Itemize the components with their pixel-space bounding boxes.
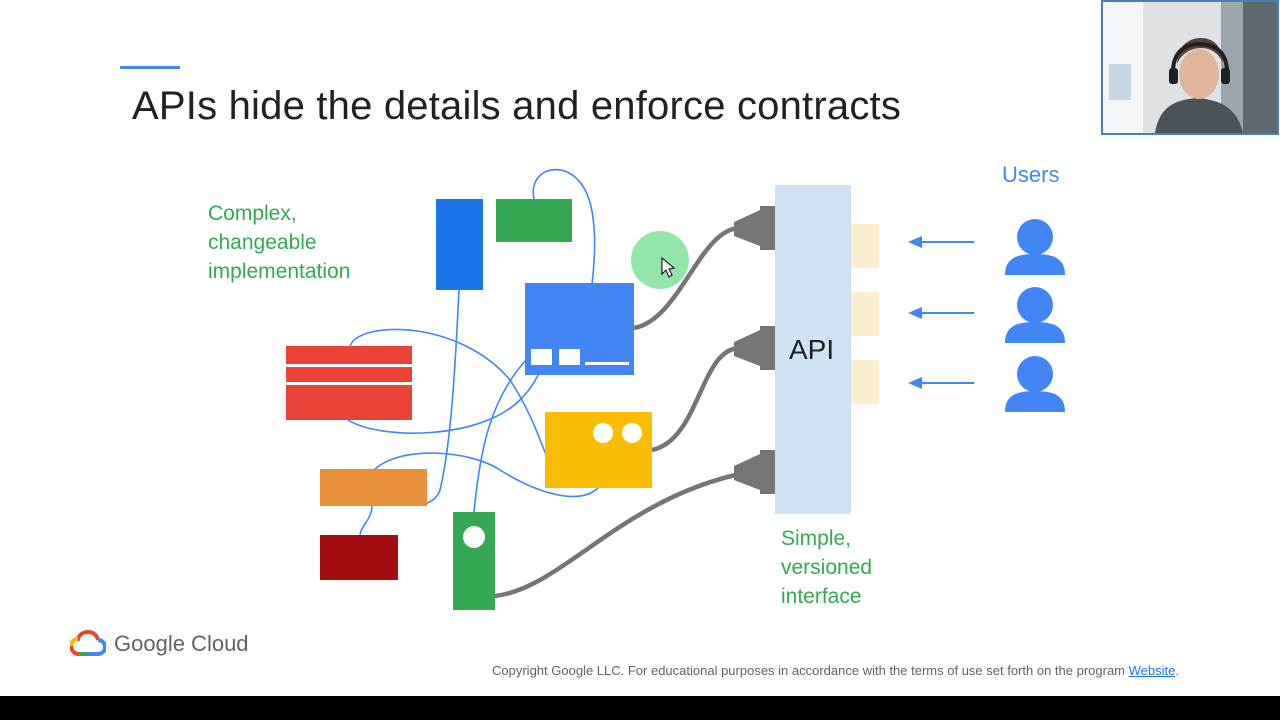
red-block-divider: [286, 364, 412, 367]
green-tall-dot: [463, 526, 485, 548]
users-group: [1005, 219, 1065, 412]
wire: [349, 328, 547, 456]
google-cloud-logo-icon: [70, 630, 106, 656]
server-slot: [559, 349, 580, 365]
api-diagram: [286, 168, 1065, 610]
slide-title: APIs hide the details and enforce contra…: [132, 84, 902, 128]
presenter-video: [1103, 2, 1277, 133]
left-arrow-icon: [908, 377, 974, 389]
interface-label-line: versioned: [781, 556, 873, 579]
connector-plug-icon: [734, 450, 775, 494]
google-cloud-brand: Google Cloud: [114, 631, 249, 656]
interface-label: Simple, versioned interface: [781, 524, 872, 611]
request-box: [851, 224, 879, 268]
website-link[interactable]: Website: [1128, 663, 1176, 678]
user-icon: [1005, 356, 1065, 412]
implementation-label: Complex, changeable implementation: [208, 199, 350, 286]
implementation-label-line: implementation: [208, 260, 351, 283]
copyright-text: Copyright Google LLC. For educational pu…: [492, 663, 1129, 678]
wire: [532, 168, 596, 285]
cable: [633, 225, 741, 331]
yellow-block-dot: [593, 423, 613, 443]
cable: [651, 345, 741, 453]
yellow-block-body: [545, 412, 652, 488]
connector-plugs: [734, 206, 775, 494]
yellow-block-dot: [622, 423, 642, 443]
red-block-divider: [286, 382, 412, 385]
title-accent-line: [120, 66, 180, 69]
wire: [359, 505, 373, 537]
implementation-label-line: Complex,: [208, 202, 297, 225]
api-panel: [775, 185, 851, 514]
slide: APIs hide the details and enforce contra…: [0, 0, 1280, 696]
users-label: Users: [1002, 162, 1060, 187]
connector-cables: [493, 225, 741, 599]
server-slot: [531, 349, 552, 365]
blue-tall-block: [436, 199, 483, 290]
cable: [493, 471, 741, 599]
green-block: [496, 199, 572, 242]
api-label: API: [789, 334, 835, 365]
connector-plug-icon: [734, 206, 775, 250]
video-bottom-bar: [0, 696, 1280, 720]
cursor-highlight: [631, 231, 689, 289]
server-line: [585, 362, 629, 365]
request-box: [851, 360, 879, 404]
left-arrow-icon: [908, 307, 974, 319]
cursor-icon: [661, 256, 676, 278]
blue-server-block: [525, 283, 634, 375]
yellow-block: [545, 412, 652, 488]
red-stack-block: [286, 346, 412, 420]
user-icon: [1005, 287, 1065, 343]
interface-label-line: interface: [781, 585, 862, 608]
wire: [473, 359, 527, 513]
wire: [373, 452, 599, 498]
request-box: [851, 292, 879, 336]
user-icon: [1005, 219, 1065, 275]
presenter-webcam: [1101, 0, 1279, 135]
google-cloud-logo: Google Cloud: [70, 628, 249, 660]
interface-label-line: Simple,: [781, 527, 852, 550]
copyright-notice: Copyright Google LLC. For educational pu…: [492, 663, 1179, 678]
implementation-label-line: changeable: [208, 231, 317, 254]
left-arrow-icon: [908, 236, 974, 248]
green-tall-block: [453, 512, 495, 610]
orange-block: [320, 469, 427, 506]
copyright-trailing: .: [1175, 663, 1179, 678]
connector-plug-icon: [734, 326, 775, 370]
dark-red-block: [320, 535, 398, 580]
request-arrows: [908, 236, 974, 389]
